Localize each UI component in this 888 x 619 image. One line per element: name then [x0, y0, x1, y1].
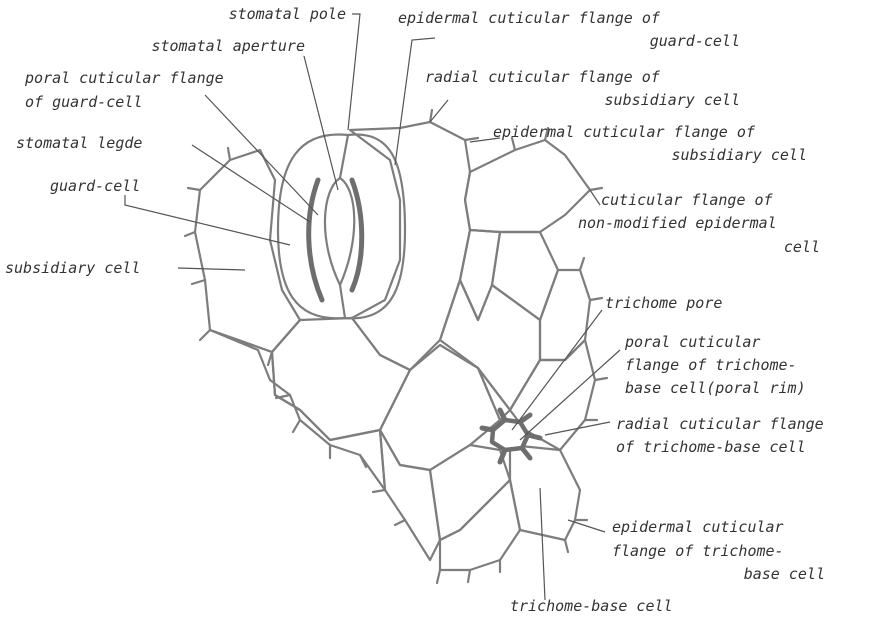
label-flange-nonmodified-3: cell [700, 237, 820, 257]
label-epidermal-flange-subsidiary-2: subsidiary cell [600, 145, 807, 165]
epidermal-cell [272, 318, 410, 440]
label-flange-nonmodified-1: cuticular flange of [601, 190, 773, 210]
label-poral-flange-guard-1: poral cuticular flange [25, 68, 224, 88]
leader-stomatal-aperture [304, 56, 338, 190]
label-epidermal-flange-trichome-3: base cell [690, 564, 825, 584]
stomatal-pore [325, 178, 354, 285]
epidermal-cell [478, 368, 510, 420]
label-radial-flange-subsidiary-2: subsidiary cell [520, 90, 740, 110]
label-flange-nonmodified-2: non-modified epidermal [578, 213, 777, 233]
epidermal-cell [465, 140, 590, 232]
epidermal-cell [440, 480, 520, 570]
label-stomatal-ledge: stomatal legde [16, 133, 142, 153]
guard-cell-division [340, 135, 348, 318]
leader-poral-flange-trichome [520, 350, 620, 440]
leader-flange-nonmodified [590, 190, 600, 205]
leader-trichome-base-cell [540, 488, 545, 600]
leader-epidermal-flange-guard [395, 38, 435, 165]
leader-subsidiary-cell [178, 268, 245, 270]
label-poral-flange-trichome-2: flange of trichome- [625, 355, 797, 375]
label-radial-flange-trichome-1: radial cuticular flange [616, 414, 824, 434]
label-poral-flange-trichome-3: base cell(poral rim) [625, 378, 806, 398]
label-epidermal-flange-subsidiary-1: epidermal cuticular flange of [493, 122, 755, 142]
label-epidermal-flange-trichome-2: flange of trichome- [612, 541, 784, 561]
trichome-pore-rim [492, 420, 528, 450]
label-trichome-base-cell: trichome-base cell [510, 596, 673, 616]
label-subsidiary-cell: subsidiary cell [5, 258, 140, 278]
epidermal-cell [380, 430, 440, 560]
epidermal-cell [210, 330, 385, 490]
label-poral-flange-trichome-1: poral cuticular [625, 332, 760, 352]
leader-trichome-pore [512, 310, 602, 430]
leader-radial-flange-trichome [545, 422, 610, 435]
subsidiary-cell-right [350, 122, 470, 370]
label-guard-cell: guard-cell [50, 176, 140, 196]
label-stomatal-aperture: stomatal aperture [140, 36, 305, 56]
leader-stomatal-pole [348, 14, 360, 130]
label-epidermal-flange-guard-1: epidermal cuticular flange of [398, 8, 660, 28]
trichome-base-cell [510, 445, 580, 540]
label-radial-flange-subsidiary-1: radial cuticular flange of [425, 67, 660, 87]
leader-guard-cell [125, 195, 290, 245]
leader-poral-flange-guard [205, 95, 318, 215]
epidermal-cell [492, 232, 558, 320]
leader-epidermal-flange-trichome [568, 520, 605, 532]
label-trichome-pore: trichome pore [605, 293, 722, 313]
label-epidermal-flange-trichome-1: epidermal cuticular [612, 517, 784, 537]
label-epidermal-flange-guard-2: guard-cell [520, 31, 740, 51]
epidermal-cell [540, 270, 590, 360]
label-stomatal-pole: stomatal pole [180, 4, 346, 24]
label-radial-flange-trichome-2: of trichome-base cell [616, 437, 806, 457]
label-poral-flange-guard-2: of guard-cell [25, 92, 142, 112]
stomatal-ledge-left [309, 180, 322, 300]
epidermal-cell [440, 280, 540, 410]
